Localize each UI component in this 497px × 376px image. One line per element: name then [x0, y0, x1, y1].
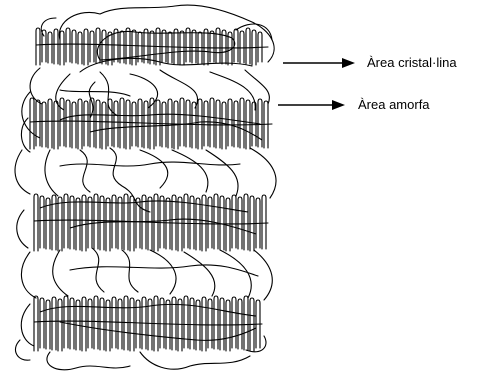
legend-arrows — [278, 58, 355, 110]
arrowhead-amorphous — [332, 100, 345, 110]
amorphous-area-label: Àrea amorfa — [358, 98, 430, 111]
crossing-chain — [34, 220, 268, 224]
arrowhead-crystalline — [342, 58, 355, 68]
crystalline-area-label: Àrea cristal·lina — [367, 56, 457, 69]
crystalline-lamellae — [30, 28, 272, 351]
